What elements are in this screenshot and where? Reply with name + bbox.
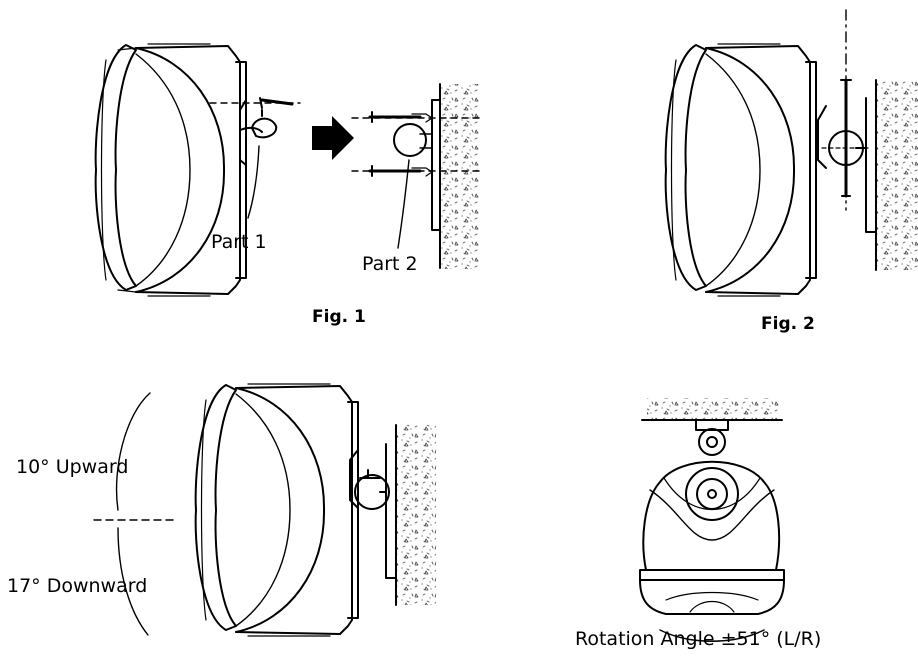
fig1-speaker: [94, 43, 247, 297]
fig1-caption: Fig. 1: [312, 307, 366, 327]
tilt-speaker: [194, 383, 359, 637]
rotation-label: Rotation Angle ±51° (L/R): [575, 628, 822, 650]
part2-label: Part 2: [362, 253, 418, 275]
screw-icon-lower: [368, 165, 433, 177]
rotation-speaker: [639, 419, 785, 615]
tilt-upward-label: 10° Upward: [16, 456, 129, 478]
rotation-arc: [659, 629, 765, 642]
tilt-bracket: [349, 449, 390, 510]
screw-icon: [259, 97, 294, 109]
ceiling: [641, 398, 783, 421]
tilt-lower-arc: [117, 527, 149, 636]
tilt-wall: [385, 424, 436, 606]
fig2-bracket: [817, 78, 867, 198]
screw-icon-upper: [368, 111, 433, 123]
fig1-bracket-part1: [239, 99, 278, 166]
fig1-wall: [439, 83, 480, 269]
tilt-downward-label: 17° Downward: [7, 575, 148, 597]
fig2-caption: Fig. 2: [761, 314, 815, 334]
part1-label: Part 1: [211, 231, 267, 253]
fig2-speaker: [664, 43, 817, 297]
arrow-right-icon: [312, 116, 354, 160]
tilt-upper-arc: [115, 392, 151, 511]
fig2-wall: [865, 79, 918, 271]
pointer-line-part1: [247, 145, 260, 219]
fig1-bracket-part2: [393, 99, 441, 231]
pointer-line-part2: [397, 159, 410, 249]
